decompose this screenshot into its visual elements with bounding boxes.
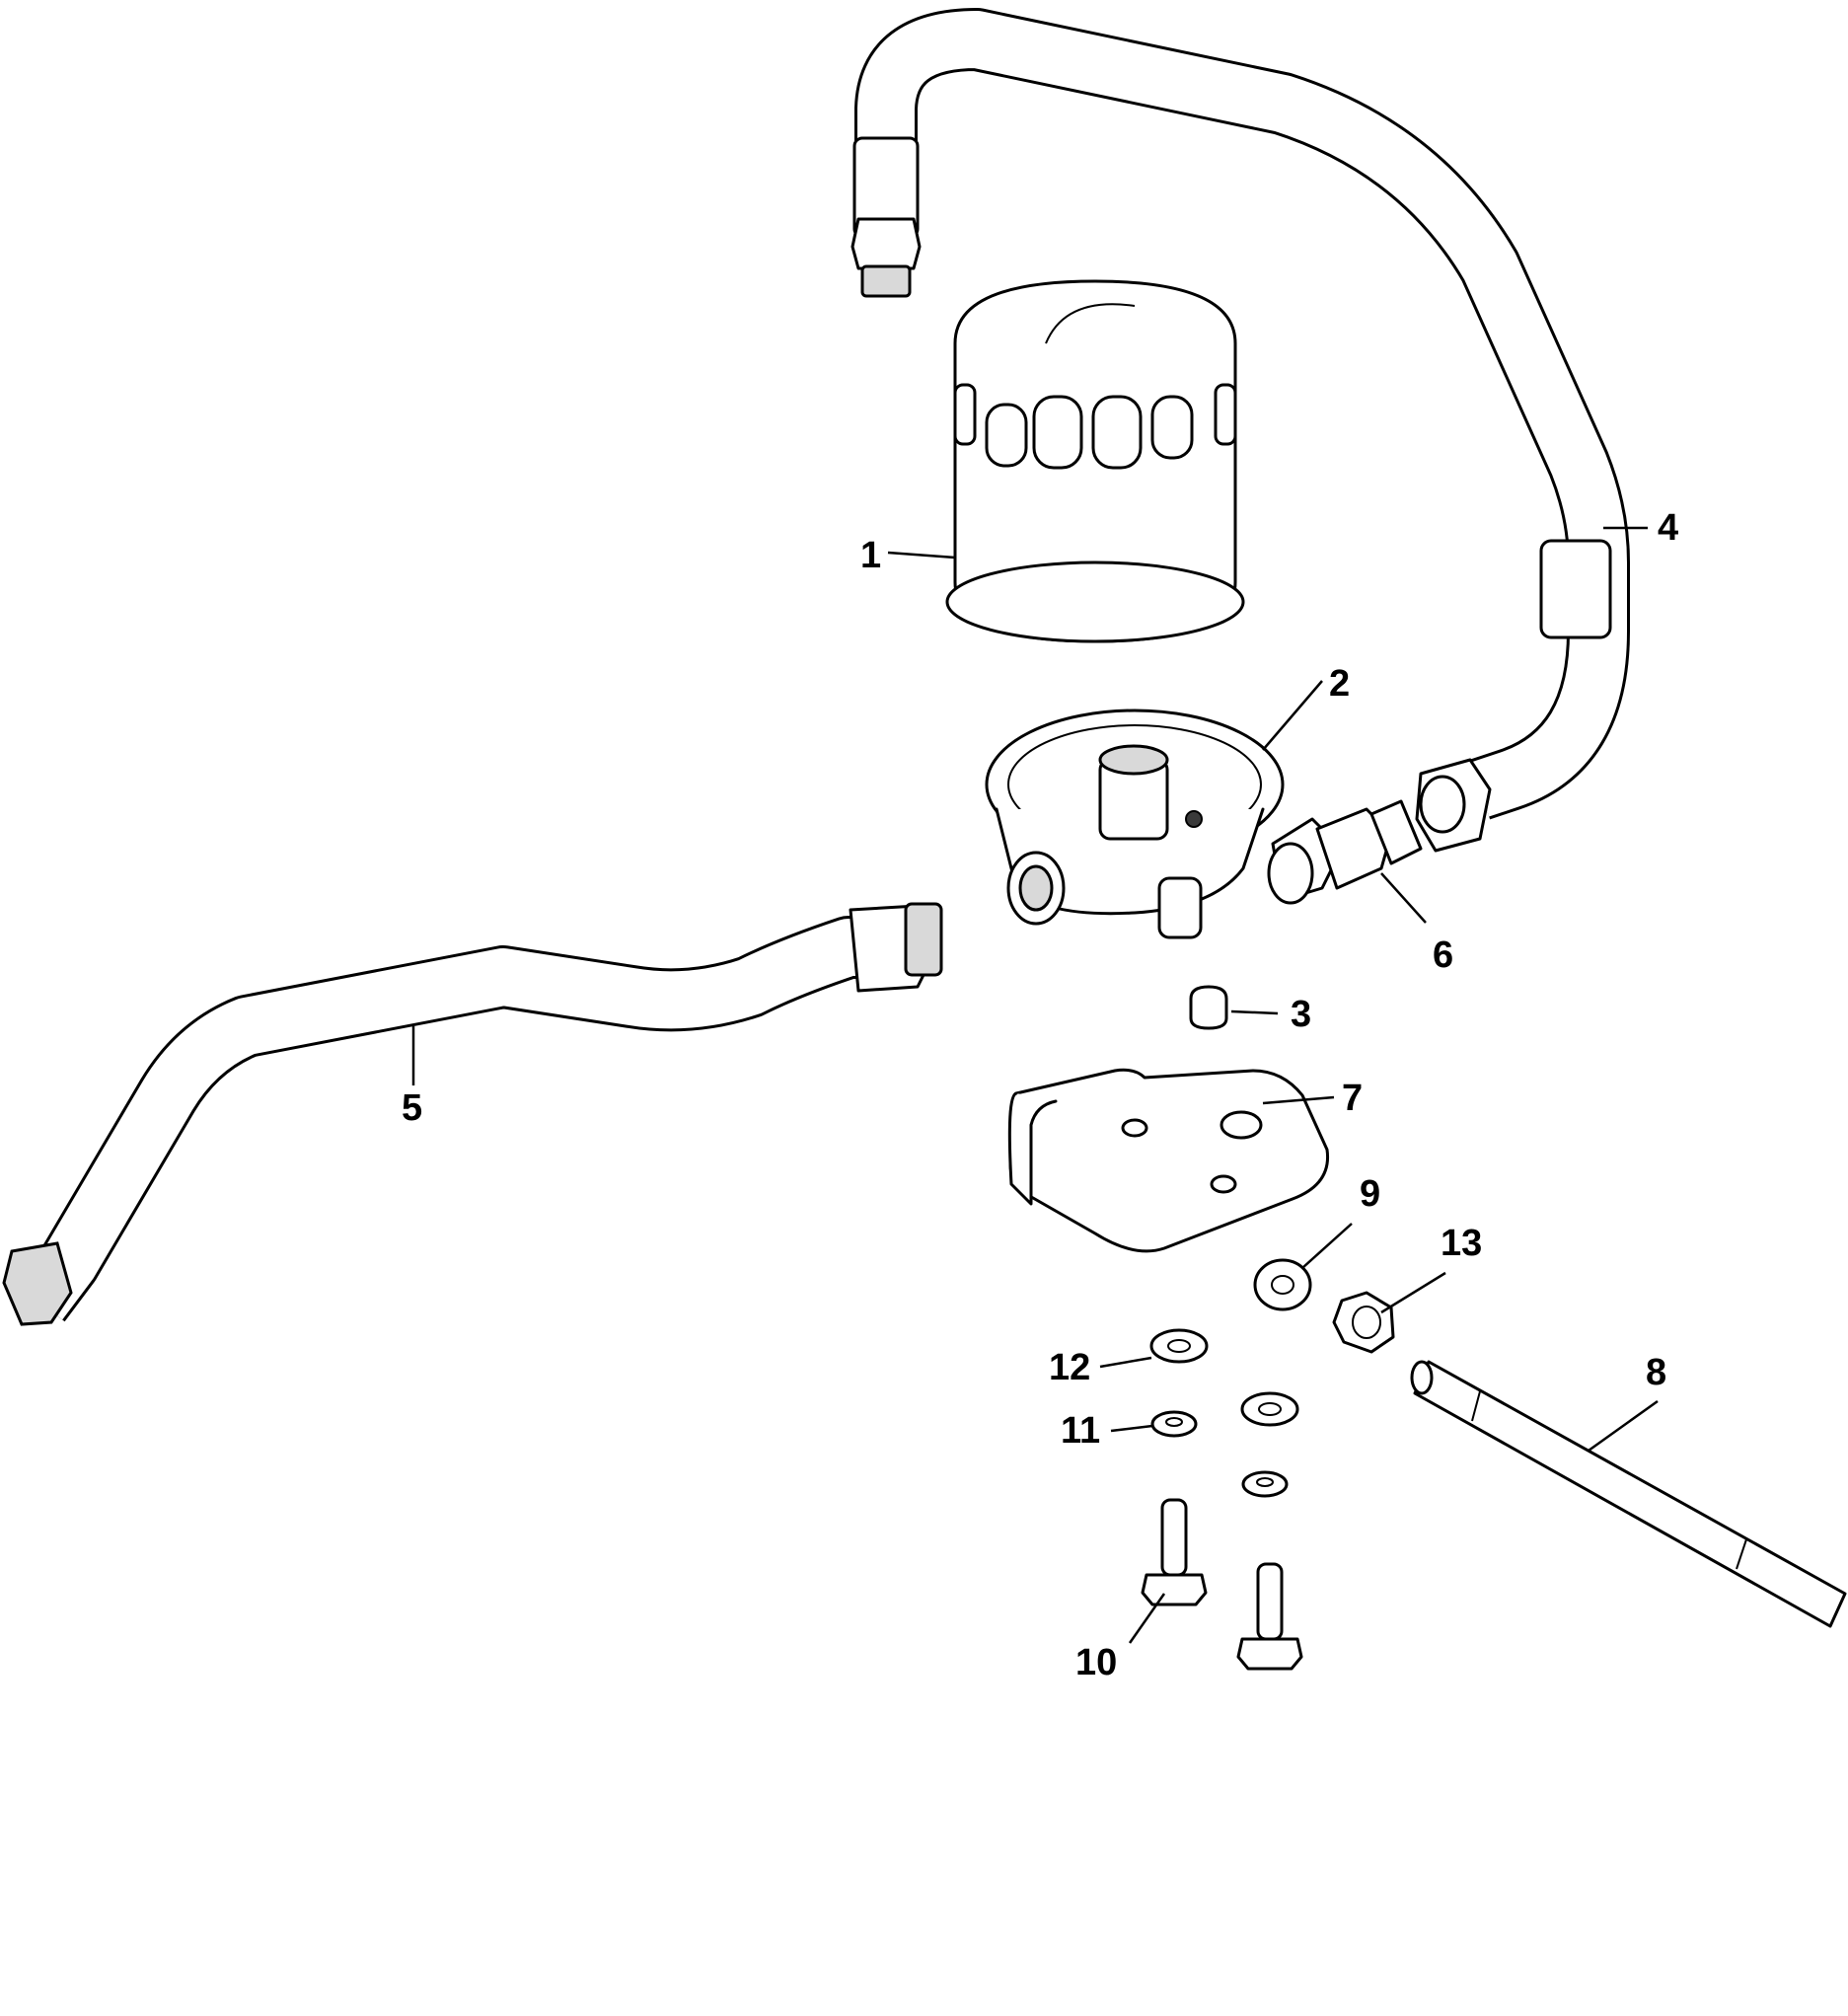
leader-lines: [411, 526, 1659, 1644]
callout-2: 2: [1329, 663, 1350, 705]
stud-8: [1410, 1360, 1847, 1628]
callout-1: 1: [860, 535, 881, 576]
callout-7: 7: [1342, 1078, 1363, 1119]
oil-filter: [945, 279, 1245, 643]
mounting-bracket: [1007, 1068, 1330, 1253]
callout-12: 12: [1049, 1347, 1090, 1388]
callout-11: 11: [1061, 1410, 1100, 1452]
fitting-6: [1267, 799, 1423, 905]
callout-5: 5: [402, 1087, 422, 1129]
callout-8: 8: [1646, 1352, 1666, 1393]
nut-13: [1332, 1291, 1395, 1354]
callout-13: 13: [1441, 1223, 1482, 1264]
hose-5: [2, 902, 943, 1326]
lock-washers-11: [1150, 1410, 1289, 1498]
callout-4: 4: [1658, 507, 1678, 549]
callout-10: 10: [1075, 1642, 1117, 1683]
callout-6: 6: [1433, 934, 1453, 976]
screws-10: [1141, 1498, 1303, 1671]
callout-3: 3: [1291, 994, 1311, 1035]
callout-9: 9: [1360, 1173, 1380, 1215]
washer-9: [1253, 1258, 1312, 1311]
callout-labels: 1 2 3 4 5 6 7 8 9 10 11 12 13: [402, 507, 1678, 1683]
plug-3: [1189, 985, 1228, 1030]
flat-washers-12: [1149, 1328, 1299, 1427]
hose-4: [850, 8, 1630, 853]
filter-adapter: [985, 709, 1285, 939]
